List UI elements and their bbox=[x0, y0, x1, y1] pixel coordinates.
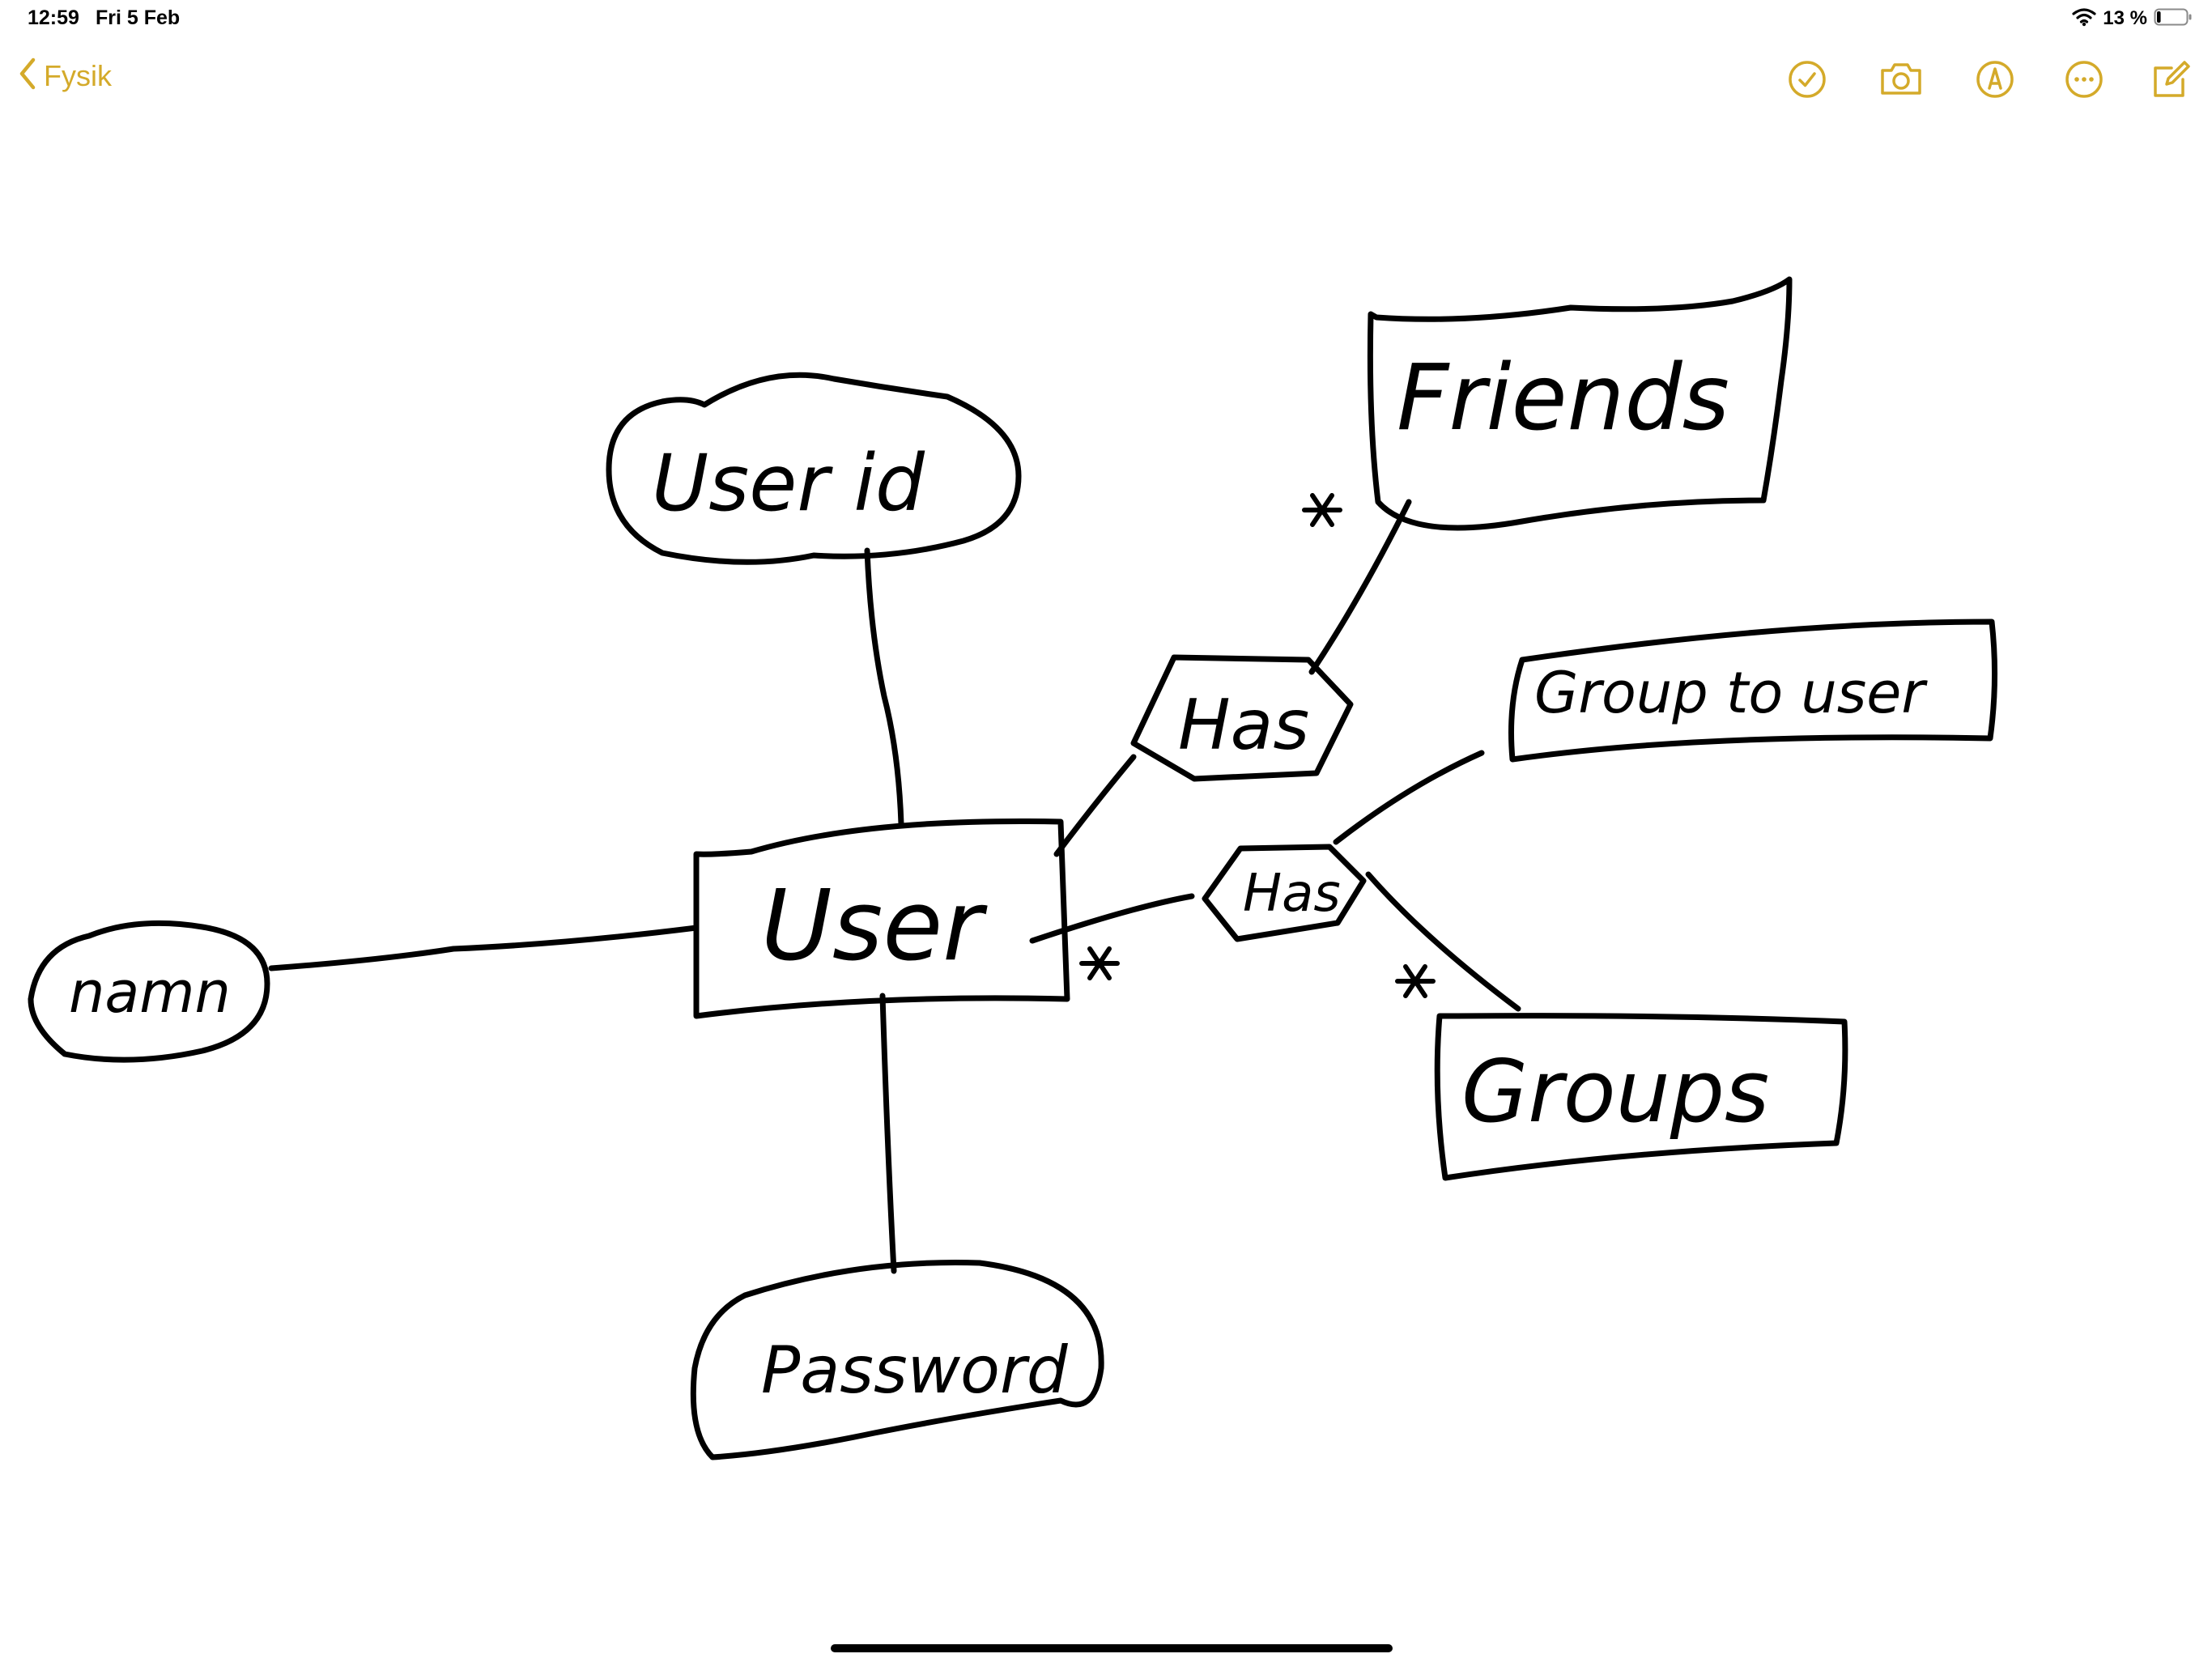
line-has-top-to-friends bbox=[1308, 499, 1412, 675]
compose-icon[interactable] bbox=[2147, 55, 2196, 104]
status-time: 12:59 bbox=[28, 6, 79, 29]
line-user-to-userid bbox=[864, 547, 904, 827]
status-date: Fri 5 Feb bbox=[96, 6, 181, 29]
notes-toolbar: Fysik bbox=[0, 49, 2212, 113]
line-has-middle-to-grouptouser bbox=[1333, 750, 1485, 845]
checklist-icon[interactable] bbox=[1783, 55, 1831, 104]
cardinality-star-user bbox=[1079, 946, 1120, 980]
line-has-middle-to-groups bbox=[1365, 871, 1521, 1012]
battery-percent: 13 % bbox=[2103, 7, 2147, 29]
label-groups: Groups bbox=[1461, 1042, 1769, 1141]
entity-user-box bbox=[693, 818, 1070, 1019]
markup-icon[interactable] bbox=[1971, 55, 2019, 104]
wifi-icon bbox=[2072, 7, 2096, 31]
more-icon[interactable] bbox=[2060, 55, 2108, 104]
line-user-to-has-top bbox=[1053, 754, 1137, 857]
home-indicator[interactable] bbox=[831, 1644, 1393, 1652]
line-user-to-has-middle bbox=[1029, 893, 1195, 944]
entity-groups-box bbox=[1434, 1013, 1848, 1181]
battery-icon bbox=[2154, 7, 2193, 31]
label-has-top: Has bbox=[1178, 685, 1309, 766]
chevron-left-icon bbox=[18, 57, 37, 95]
label-password: Password bbox=[761, 1333, 1069, 1408]
attribute-userid-oval bbox=[606, 372, 1022, 565]
back-label: Fysik bbox=[44, 58, 112, 92]
label-namn: namn bbox=[69, 959, 231, 1026]
relationship-has-middle-hexagon bbox=[1202, 844, 1367, 942]
label-has-middle: Has bbox=[1243, 864, 1341, 924]
line-user-to-password bbox=[879, 993, 897, 1274]
back-button[interactable]: Fysik bbox=[18, 57, 112, 95]
label-grouptouser: Group to user bbox=[1534, 660, 1928, 726]
camera-icon[interactable] bbox=[1877, 55, 1925, 104]
status-right: 13 % bbox=[2072, 5, 2193, 32]
label-user: User bbox=[761, 870, 988, 983]
label-friends: Friends bbox=[1397, 346, 1729, 451]
line-user-to-namn bbox=[268, 925, 700, 971]
relationship-has-top-hexagon bbox=[1130, 654, 1354, 782]
cardinality-star-groups bbox=[1395, 964, 1436, 998]
entity-grouptouser-box bbox=[1508, 619, 1998, 763]
cardinality-star-friends bbox=[1302, 493, 1342, 527]
attribute-namn-oval bbox=[28, 920, 270, 1063]
entity-friends-box bbox=[1367, 276, 1793, 531]
status-bar: 12:59 Fri 5 Feb 13 % bbox=[0, 0, 2212, 39]
label-userid: User id bbox=[652, 438, 925, 529]
attribute-password-oval bbox=[690, 1260, 1104, 1460]
